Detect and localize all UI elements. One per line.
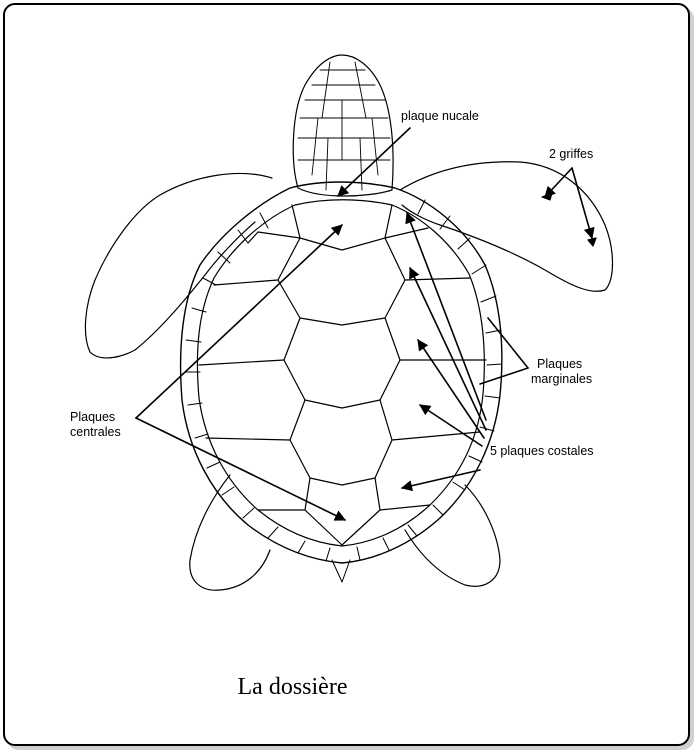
head-scales (298, 62, 390, 190)
claw-2 (588, 238, 596, 246)
left-front-flipper (85, 173, 272, 357)
label-claws: 2 griffes (549, 147, 593, 161)
right-front-flipper (400, 162, 613, 292)
leader-lines (136, 128, 592, 520)
label-costal-plates: 5 plaques costales (490, 444, 594, 458)
costal-arrow-4 (420, 405, 482, 446)
label-marginal-plates-line2: marginales (531, 372, 592, 386)
label-central-plates-line2: centrales (70, 425, 121, 439)
marginal-plates (185, 200, 502, 582)
marginal-inner (197, 200, 484, 546)
label-nuchal-plate: plaque nucale (401, 109, 479, 123)
marginal-line-1 (488, 318, 528, 368)
central-arrow-1 (136, 225, 342, 418)
carapace-outline (181, 182, 502, 563)
figure-caption: La dossière (0, 674, 585, 701)
central-plates (278, 205, 405, 545)
label-central-plates-line1: Plaques (70, 410, 115, 424)
label-marginal-plates-line1: Plaques (537, 357, 582, 371)
marginal-line-2 (480, 368, 528, 384)
right-rear-flipper (405, 485, 500, 586)
central-arrow-2 (136, 418, 345, 520)
claw-arrow-2 (572, 168, 592, 238)
costal-plates (199, 228, 486, 510)
